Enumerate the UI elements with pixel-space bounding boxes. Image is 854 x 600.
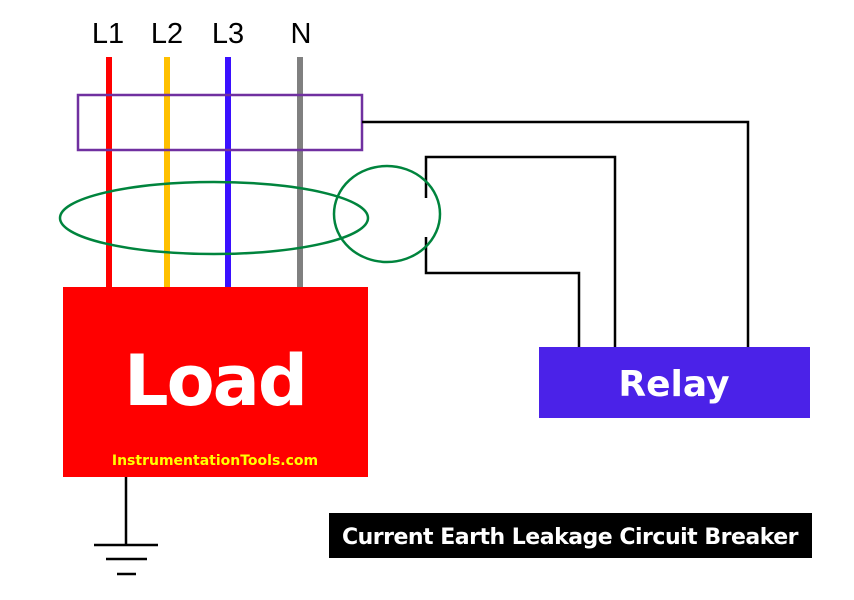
load-box bbox=[63, 287, 368, 477]
sense-coil bbox=[332, 164, 442, 264]
relay-box bbox=[539, 347, 810, 418]
load-label: Load bbox=[124, 340, 306, 422]
sense-wire-lower bbox=[424, 237, 581, 348]
phase-label-l1: L1 bbox=[92, 18, 124, 50]
diagram-title: Current Earth Leakage Circuit Breaker bbox=[342, 525, 799, 550]
phase-label-l2: L2 bbox=[151, 18, 183, 50]
sense-wire-upper bbox=[424, 155, 617, 348]
toroidal-core bbox=[58, 180, 370, 256]
earth-ground-icon bbox=[94, 477, 158, 576]
phase-label-l3: L3 bbox=[212, 18, 244, 50]
caption-box bbox=[329, 513, 812, 558]
breaker-contacts-box bbox=[76, 93, 364, 152]
trip-wire bbox=[362, 120, 750, 348]
relay-label: Relay bbox=[618, 364, 729, 405]
phase-label-n: N bbox=[291, 18, 312, 50]
watermark-text: InstrumentationTools.com bbox=[112, 453, 318, 469]
